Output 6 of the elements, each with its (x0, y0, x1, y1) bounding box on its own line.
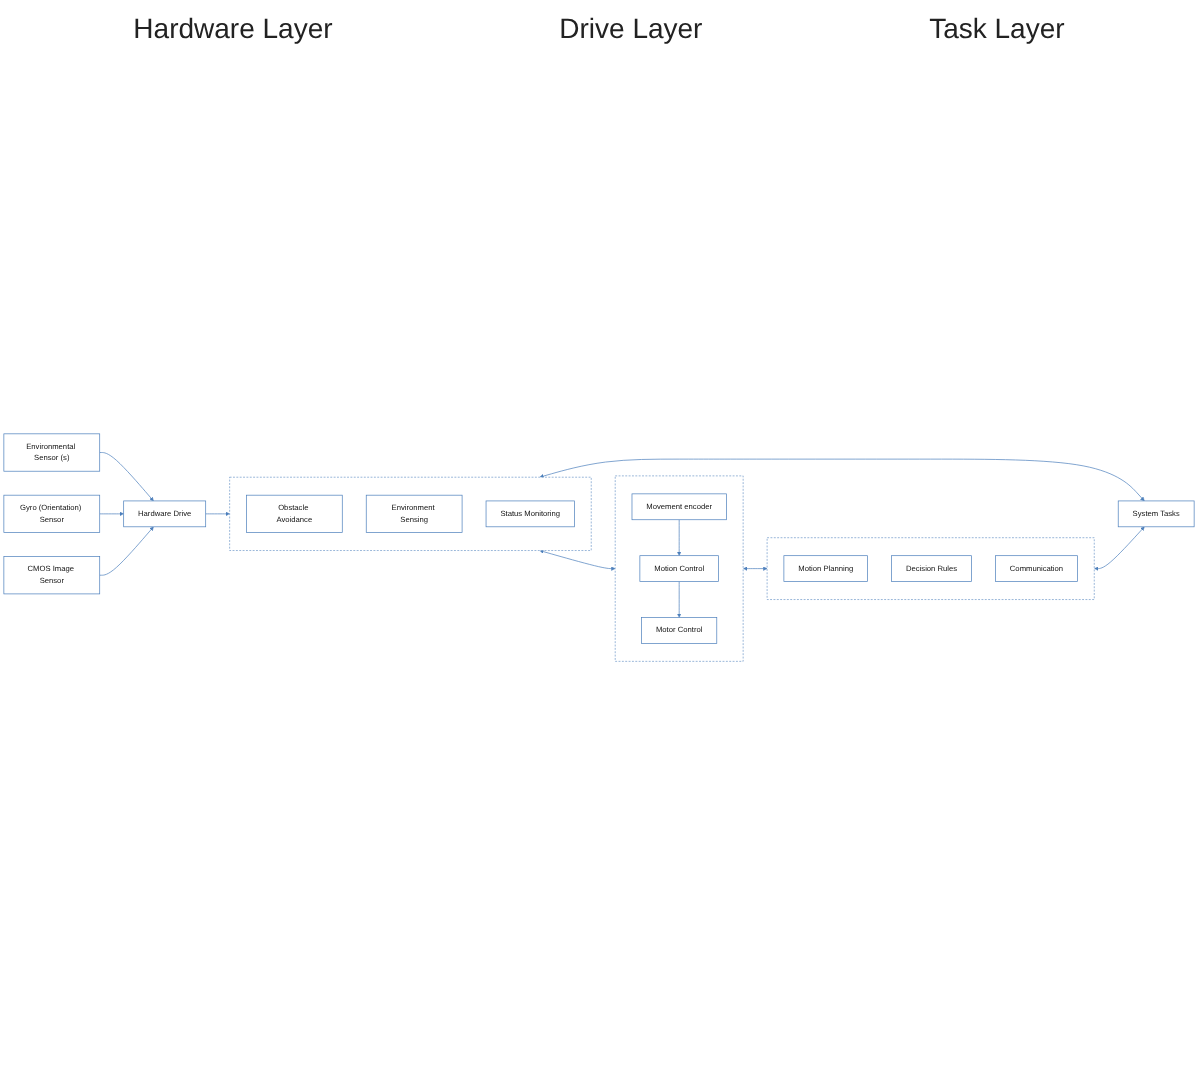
layer-heading: Task Layer (929, 12, 1065, 44)
cluster (766, 537, 1095, 601)
layer-heading: Hardware Layer (133, 12, 333, 44)
cluster (614, 476, 744, 663)
cluster (229, 477, 592, 552)
layer-heading: Drive Layer (559, 12, 703, 44)
